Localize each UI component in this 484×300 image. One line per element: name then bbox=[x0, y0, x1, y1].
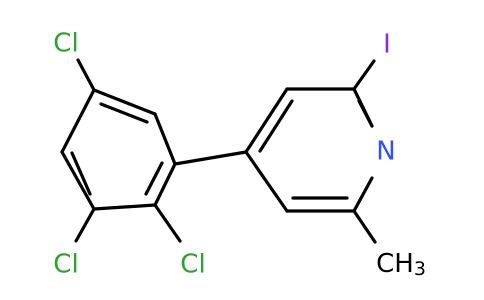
pyridine-aromatic-inner-bond bbox=[357, 99, 374, 128]
phenyl-aromatic-inner-bond bbox=[144, 161, 164, 196]
methyl-subscript: 3 bbox=[414, 258, 426, 280]
bond-layer bbox=[60, 58, 377, 244]
atom-label-layer: Cl Cl Cl I N CH3 bbox=[53, 29, 426, 280]
chlorine-top-label: Cl bbox=[53, 29, 78, 59]
methyl-label: CH3 bbox=[376, 249, 426, 280]
pyridine-bond bbox=[244, 150, 289, 213]
phenyl-bond bbox=[92, 88, 157, 116]
methyl-main-text: CH bbox=[376, 249, 414, 279]
phenyl-aromatic-inner-bond bbox=[70, 151, 92, 196]
chlorine-bottom-left-label: Cl bbox=[53, 250, 78, 280]
chlorine-bond bbox=[76, 58, 96, 92]
phenyl-bond bbox=[153, 162, 177, 207]
iodine-bond bbox=[352, 59, 376, 91]
phenyl-aromatic-inner-bond bbox=[99, 102, 149, 124]
phenyl-bond bbox=[92, 203, 157, 211]
chlorine-bond bbox=[74, 207, 96, 243]
phenyl-bond bbox=[153, 112, 177, 166]
pyridine-bond bbox=[244, 87, 289, 154]
iodine-label: I bbox=[383, 30, 391, 60]
phenyl-bond bbox=[60, 150, 96, 211]
biaryl-bond bbox=[173, 150, 248, 166]
chlorine-bottom-right-label: Cl bbox=[180, 250, 205, 280]
chlorine-bond bbox=[153, 203, 182, 243]
pyridine-aromatic-inner-bond bbox=[258, 99, 294, 153]
nitrogen-label: N bbox=[376, 137, 395, 167]
phenyl-bond bbox=[60, 88, 96, 154]
methyl-bond bbox=[352, 209, 377, 244]
pyridine-bond bbox=[352, 176, 374, 213]
